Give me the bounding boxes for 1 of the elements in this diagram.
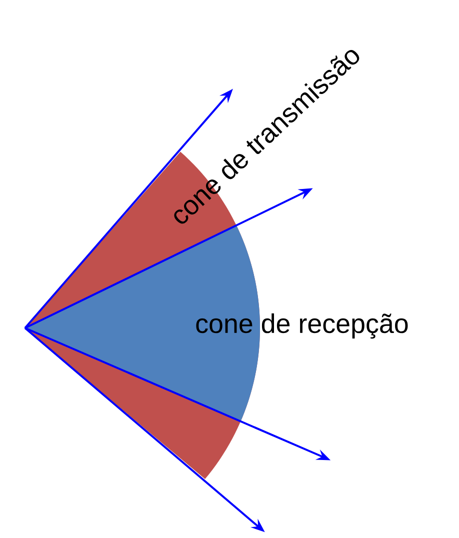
reception-cone: cone de recepção bbox=[25, 225, 408, 422]
